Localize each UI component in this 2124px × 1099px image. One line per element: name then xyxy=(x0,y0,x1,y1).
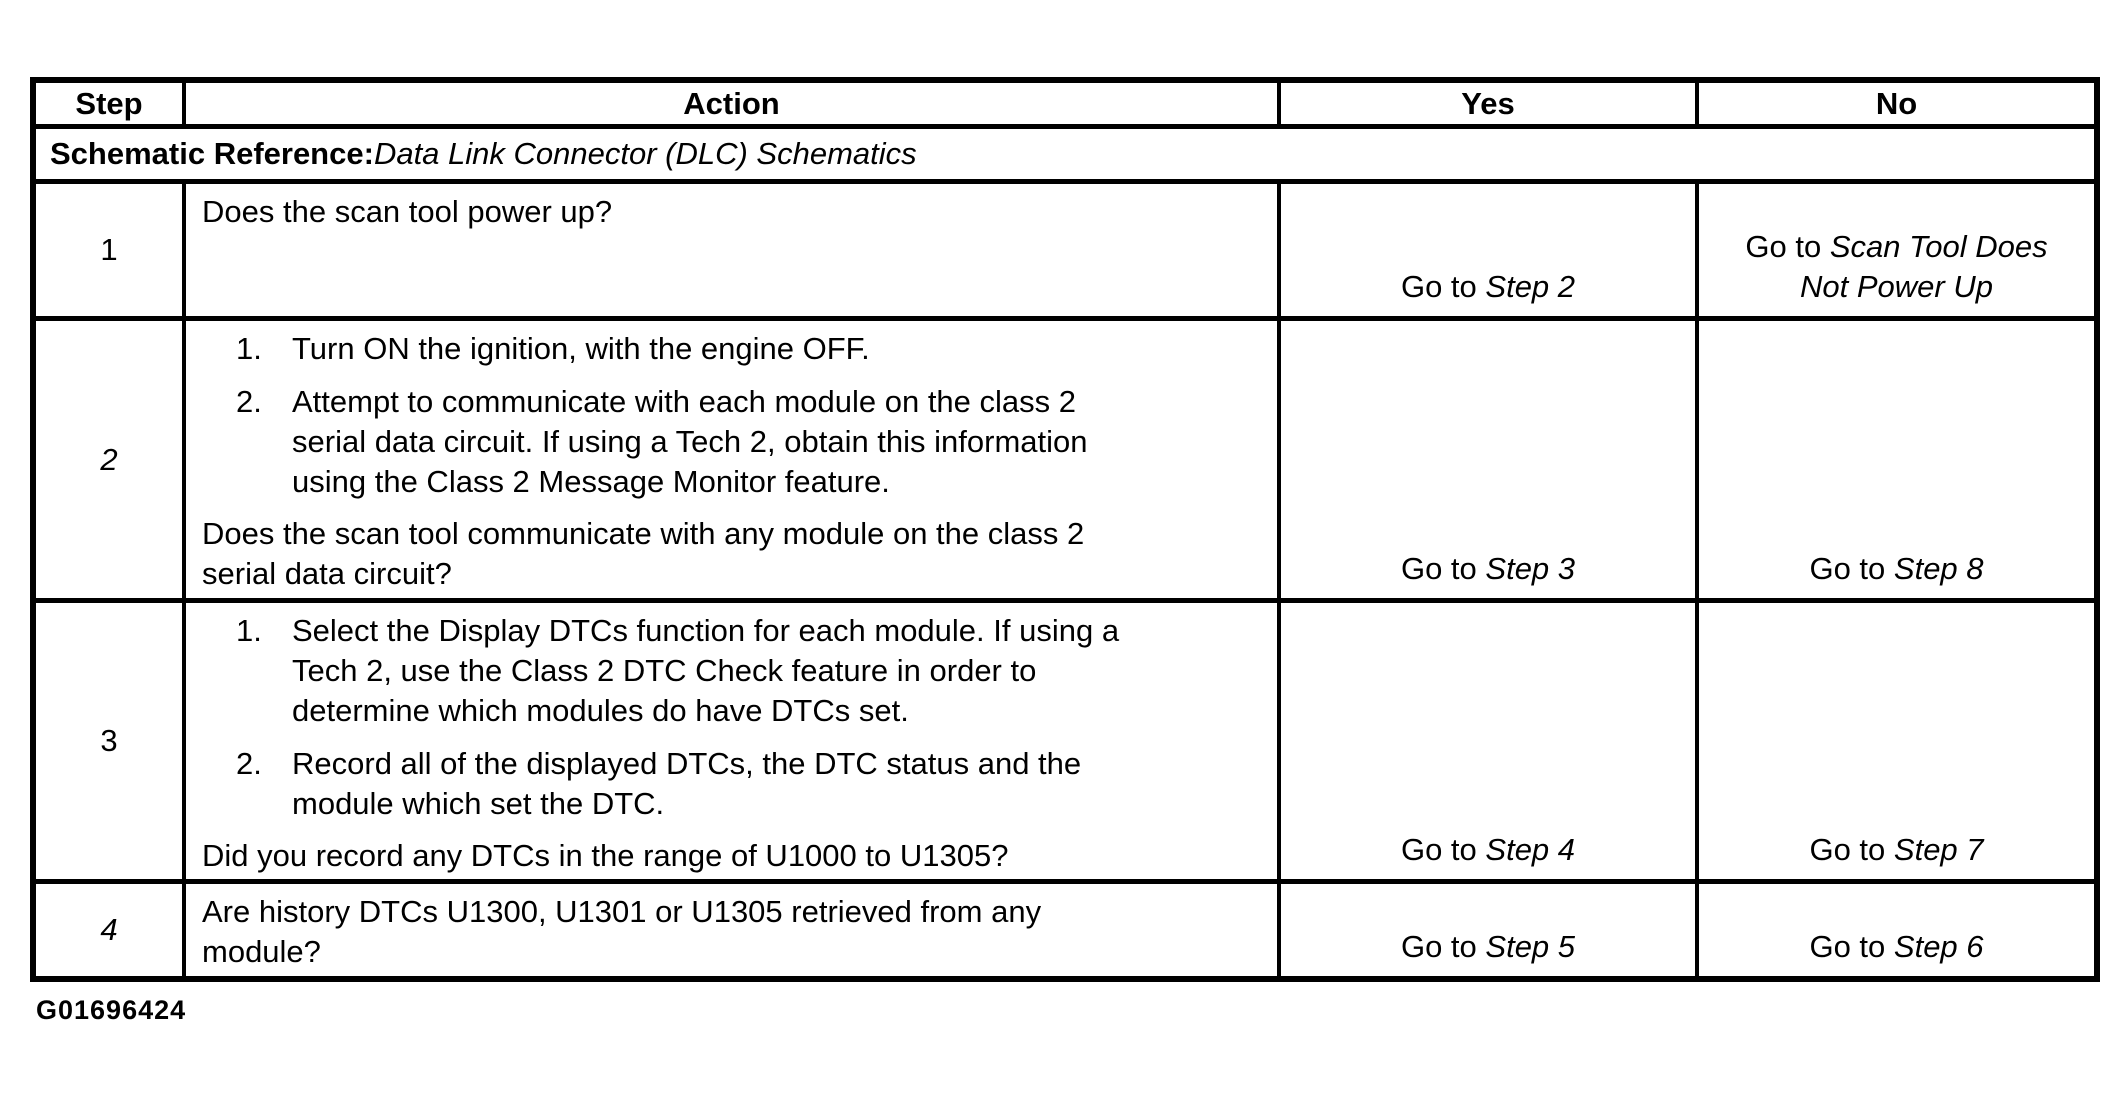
goto-no-2: Go to Step 8 xyxy=(1809,549,1983,589)
action-item-text: Attempt to communicate with each module … xyxy=(292,384,1088,499)
schematic-reference-label: Schematic Reference: xyxy=(50,136,374,171)
yes-cell-4: Go to Step 5 xyxy=(1281,884,1699,976)
action-item-number: 1. xyxy=(236,331,262,366)
question-4: Are history DTCs U1300, U1301 or U1305 r… xyxy=(202,894,1042,969)
yes-cell-1: Go to Step 2 xyxy=(1281,184,1699,321)
column-header-step: Step xyxy=(36,83,186,129)
goto-reference: Step 4 xyxy=(1485,832,1576,867)
column-header-yes: Yes xyxy=(1281,83,1699,129)
no-cell-4: Go to Step 6 xyxy=(1699,884,2094,976)
goto-reference: Step 7 xyxy=(1893,832,1984,867)
action-item-number: 2. xyxy=(236,746,262,781)
diagnostic-table: Step Action Yes No Schematic Reference:D… xyxy=(30,77,2100,982)
action-item: 1. Turn ON the ignition, with the engine… xyxy=(236,329,1257,369)
goto-prefix: Go to xyxy=(1400,269,1486,304)
goto-yes-3: Go to Step 4 xyxy=(1401,830,1575,870)
goto-prefix: Go to xyxy=(1745,229,1830,264)
goto-reference: Step 8 xyxy=(1893,551,1984,586)
action-item: 1. Select the Display DTCs function for … xyxy=(236,611,1257,731)
action-item-number: 1. xyxy=(236,613,262,648)
goto-no-3: Go to Step 7 xyxy=(1809,830,1983,870)
schematic-reference-row: Schematic Reference:Data Link Connector … xyxy=(36,129,2094,184)
goto-reference: Step 5 xyxy=(1485,929,1576,964)
goto-no-4: Go to Step 6 xyxy=(1809,927,1983,967)
no-cell-1: Go to Scan Tool Does Not Power Up xyxy=(1699,184,2094,321)
figure-id-label: G01696424 xyxy=(36,995,187,1025)
step-number-3: 3 xyxy=(100,723,118,758)
action-item: 2. Attempt to communicate with each modu… xyxy=(236,382,1257,502)
goto-reference: Scan Tool Does Not Power Up xyxy=(1800,229,2048,304)
step-number-2: 2 xyxy=(100,441,118,477)
goto-no-1: Go to Scan Tool Does Not Power Up xyxy=(1745,227,2047,307)
goto-prefix: Go to xyxy=(1400,551,1486,586)
goto-prefix: Go to xyxy=(1809,929,1894,964)
yes-cell-2: Go to Step 3 xyxy=(1281,321,1699,603)
action-cell-4: Are history DTCs U1300, U1301 or U1305 r… xyxy=(186,884,1281,976)
action-item-text: Turn ON the ignition, with the engine OF… xyxy=(292,331,870,366)
goto-prefix: Go to xyxy=(1400,929,1486,964)
goto-reference: Step 3 xyxy=(1485,551,1576,586)
step-cell-1: 1 xyxy=(36,184,186,321)
question-3: Did you record any DTCs in the range of … xyxy=(202,838,1009,873)
goto-prefix: Go to xyxy=(1809,551,1894,586)
goto-reference: Step 6 xyxy=(1893,929,1984,964)
step-cell-4: 4 xyxy=(36,884,186,976)
action-cell-3: 1. Select the Display DTCs function for … xyxy=(186,603,1281,884)
no-cell-2: Go to Step 8 xyxy=(1699,321,2094,603)
column-header-action: Action xyxy=(186,83,1281,129)
yes-cell-3: Go to Step 4 xyxy=(1281,603,1699,884)
question-2: Does the scan tool communicate with any … xyxy=(202,516,1085,591)
action-cell-1: Does the scan tool power up? xyxy=(186,184,1281,321)
schematic-reference-value: Data Link Connector (DLC) Schematics xyxy=(373,136,917,171)
step-number-4: 4 xyxy=(100,912,118,947)
goto-yes-1: Go to Step 2 xyxy=(1401,267,1575,307)
goto-prefix: Go to xyxy=(1809,832,1894,867)
step-number-1: 1 xyxy=(100,232,118,267)
action-item: 2. Record all of the displayed DTCs, the… xyxy=(236,744,1257,824)
action-item-number: 2. xyxy=(236,384,262,419)
action-item-text: Select the Display DTCs function for eac… xyxy=(292,613,1120,728)
goto-yes-4: Go to Step 5 xyxy=(1401,927,1575,967)
question-1: Does the scan tool power up? xyxy=(202,194,613,229)
action-cell-2: 1. Turn ON the ignition, with the engine… xyxy=(186,321,1281,603)
column-header-no: No xyxy=(1699,83,2094,129)
goto-prefix: Go to xyxy=(1400,832,1486,867)
goto-yes-2: Go to Step 3 xyxy=(1401,549,1575,589)
action-item-text: Record all of the displayed DTCs, the DT… xyxy=(292,746,1082,821)
goto-reference: Step 2 xyxy=(1485,269,1576,304)
step-cell-2: 2 xyxy=(36,321,186,603)
step-cell-3: 3 xyxy=(36,603,186,884)
no-cell-3: Go to Step 7 xyxy=(1699,603,2094,884)
